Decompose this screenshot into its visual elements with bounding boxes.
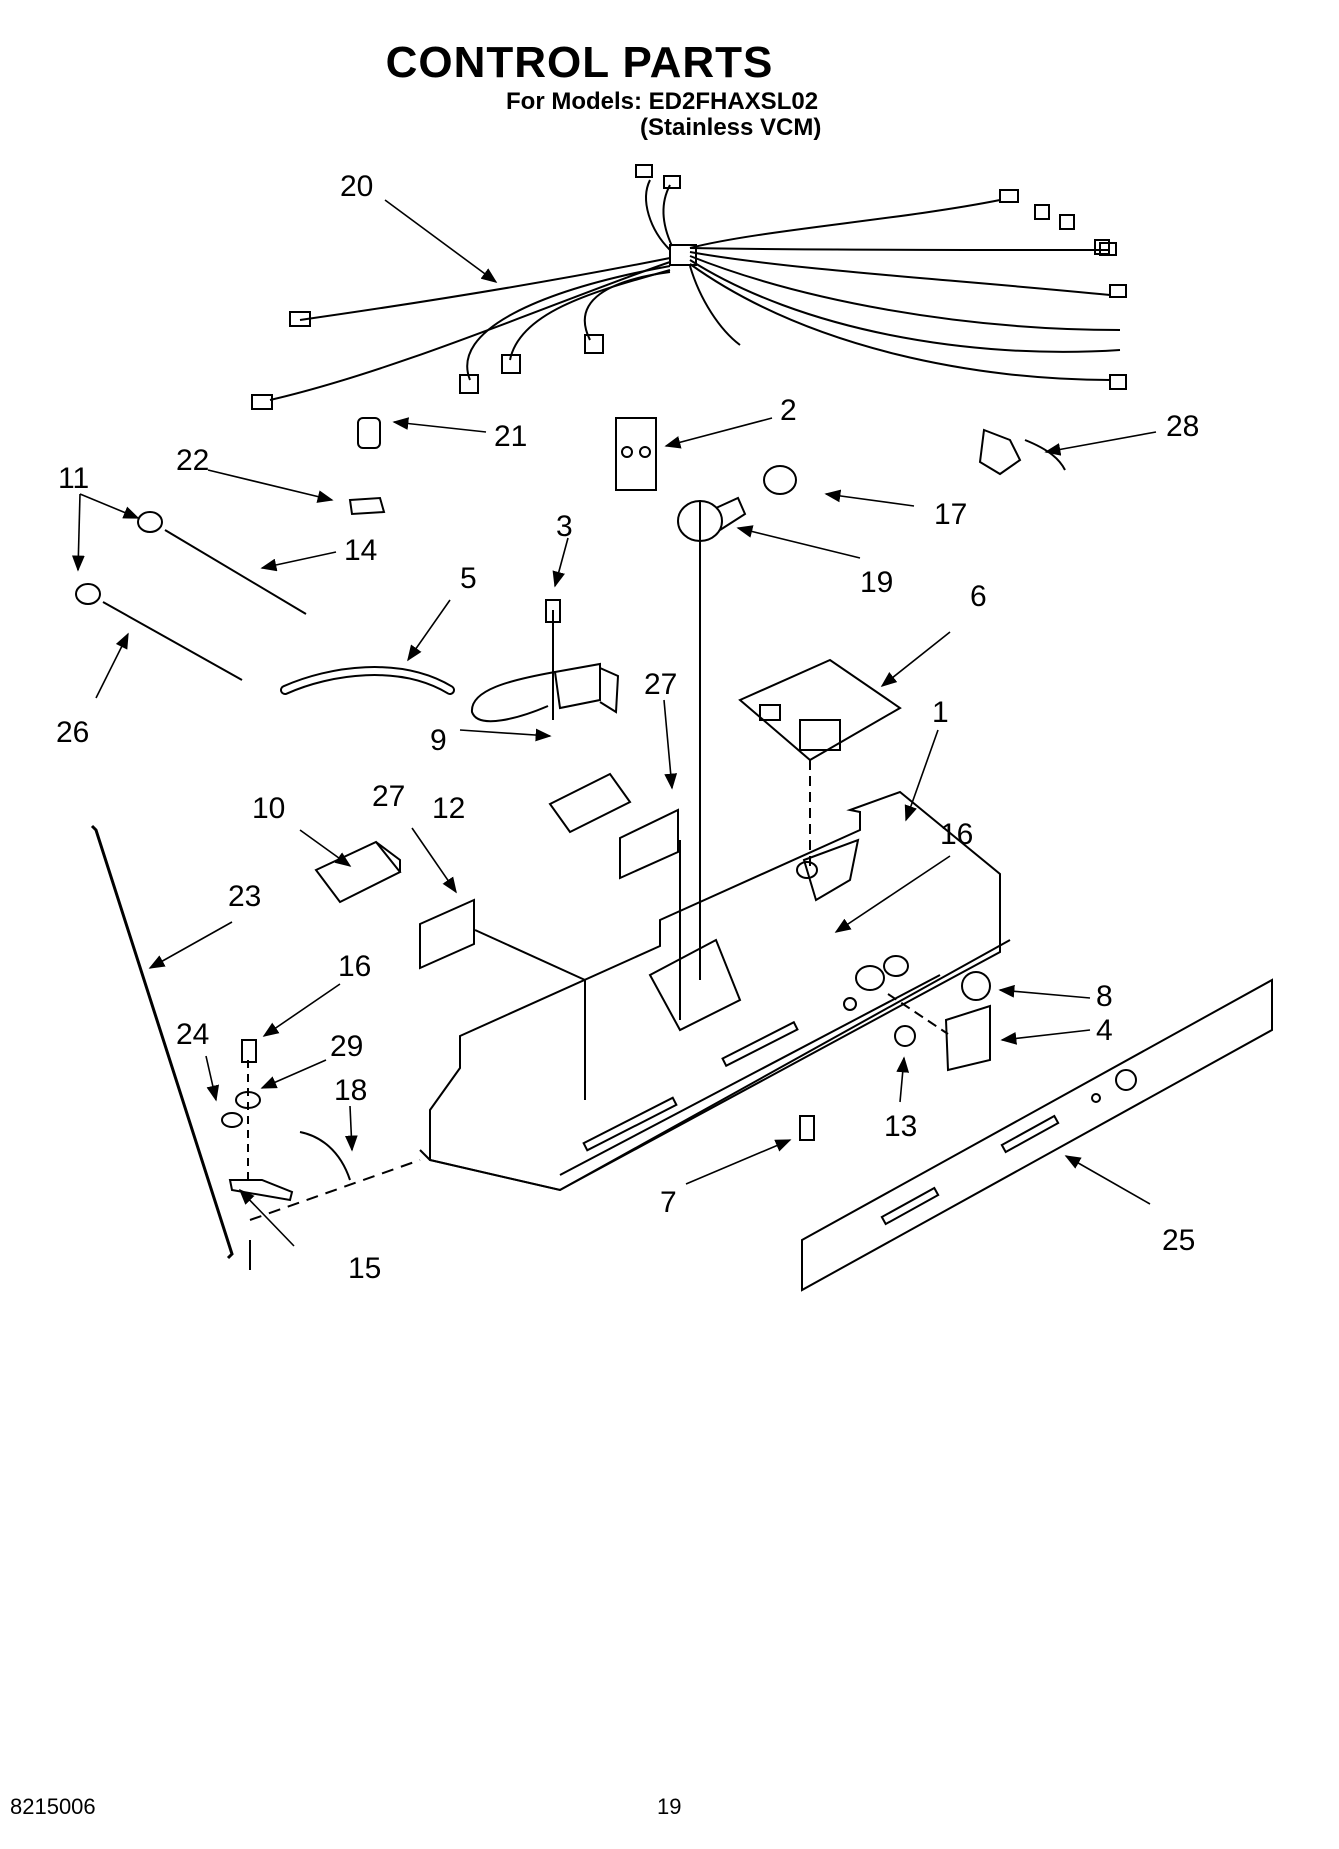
part-16-screw-bracket [802, 838, 860, 902]
part-23-rod [90, 824, 234, 1260]
part-7-screw [799, 1115, 815, 1141]
variant-line: (Stainless VCM) [640, 114, 822, 141]
callout-13: 13 [884, 1110, 917, 1143]
models-line: For Models: ED2FHAXSL02 [506, 88, 819, 115]
callout-20: 20 [340, 170, 373, 203]
page-number: 19 [657, 1794, 682, 1819]
part-28-connector [978, 428, 1022, 476]
part-2-pad [615, 417, 657, 491]
callout-3: 3 [556, 510, 573, 543]
part-8-knob [961, 971, 991, 1001]
part-22-bracket [348, 496, 386, 516]
part-4-switch [944, 1004, 991, 1072]
callout-11: 11 [58, 462, 89, 495]
part-6-board [738, 658, 902, 762]
callout-17: 17 [934, 498, 967, 531]
callout-19: 19 [860, 566, 893, 599]
callout-15: 15 [348, 1252, 381, 1285]
callout-23: 23 [228, 880, 261, 913]
callout-27-right: 27 [644, 668, 677, 701]
callout-16-right: 16 [940, 818, 973, 851]
callout-18: 18 [334, 1074, 367, 1107]
part-12-bracket [548, 772, 632, 834]
part-17-socket [763, 465, 797, 495]
part-27-label-right [619, 808, 679, 880]
callout-27-left: 27 [372, 780, 405, 813]
callout-10: 10 [252, 792, 285, 825]
part-25-plate [801, 978, 1273, 1292]
part-21-clip [357, 417, 381, 449]
part-15-bracket [228, 1179, 294, 1202]
wire-harness [251, 164, 1127, 410]
callout-4: 4 [1096, 1014, 1113, 1047]
callout-8: 8 [1096, 980, 1113, 1013]
doc-number: 8215006 [10, 1794, 96, 1819]
callout-29: 29 [330, 1030, 363, 1063]
part-14-rod [164, 529, 307, 615]
callout-9: 9 [430, 724, 447, 757]
part-13-lamp [894, 1025, 916, 1047]
callout-25: 25 [1162, 1224, 1195, 1257]
part-16-screw [241, 1039, 257, 1063]
callout-6: 6 [970, 580, 987, 613]
part-26-rod [102, 601, 243, 681]
part-18-wire [299, 1131, 351, 1181]
part-24-washer [221, 1112, 243, 1128]
callout-16-left: 16 [338, 950, 371, 983]
callout-24: 24 [176, 1018, 209, 1051]
page-title: CONTROL PARTS [385, 38, 774, 87]
callout-1: 1 [932, 696, 949, 729]
callout-26: 26 [56, 716, 89, 749]
callout-2: 2 [780, 394, 797, 427]
callout-7: 7 [660, 1186, 677, 1219]
part-1-housing [419, 500, 1011, 1192]
callout-14: 14 [344, 534, 377, 567]
callout-21: 21 [494, 420, 527, 453]
part-9-switch [553, 662, 601, 710]
callout-22: 22 [176, 444, 209, 477]
callout-28: 28 [1166, 410, 1199, 443]
part-27-label-left [419, 898, 475, 970]
callout-12: 12 [432, 792, 465, 825]
callout-5: 5 [460, 562, 477, 595]
